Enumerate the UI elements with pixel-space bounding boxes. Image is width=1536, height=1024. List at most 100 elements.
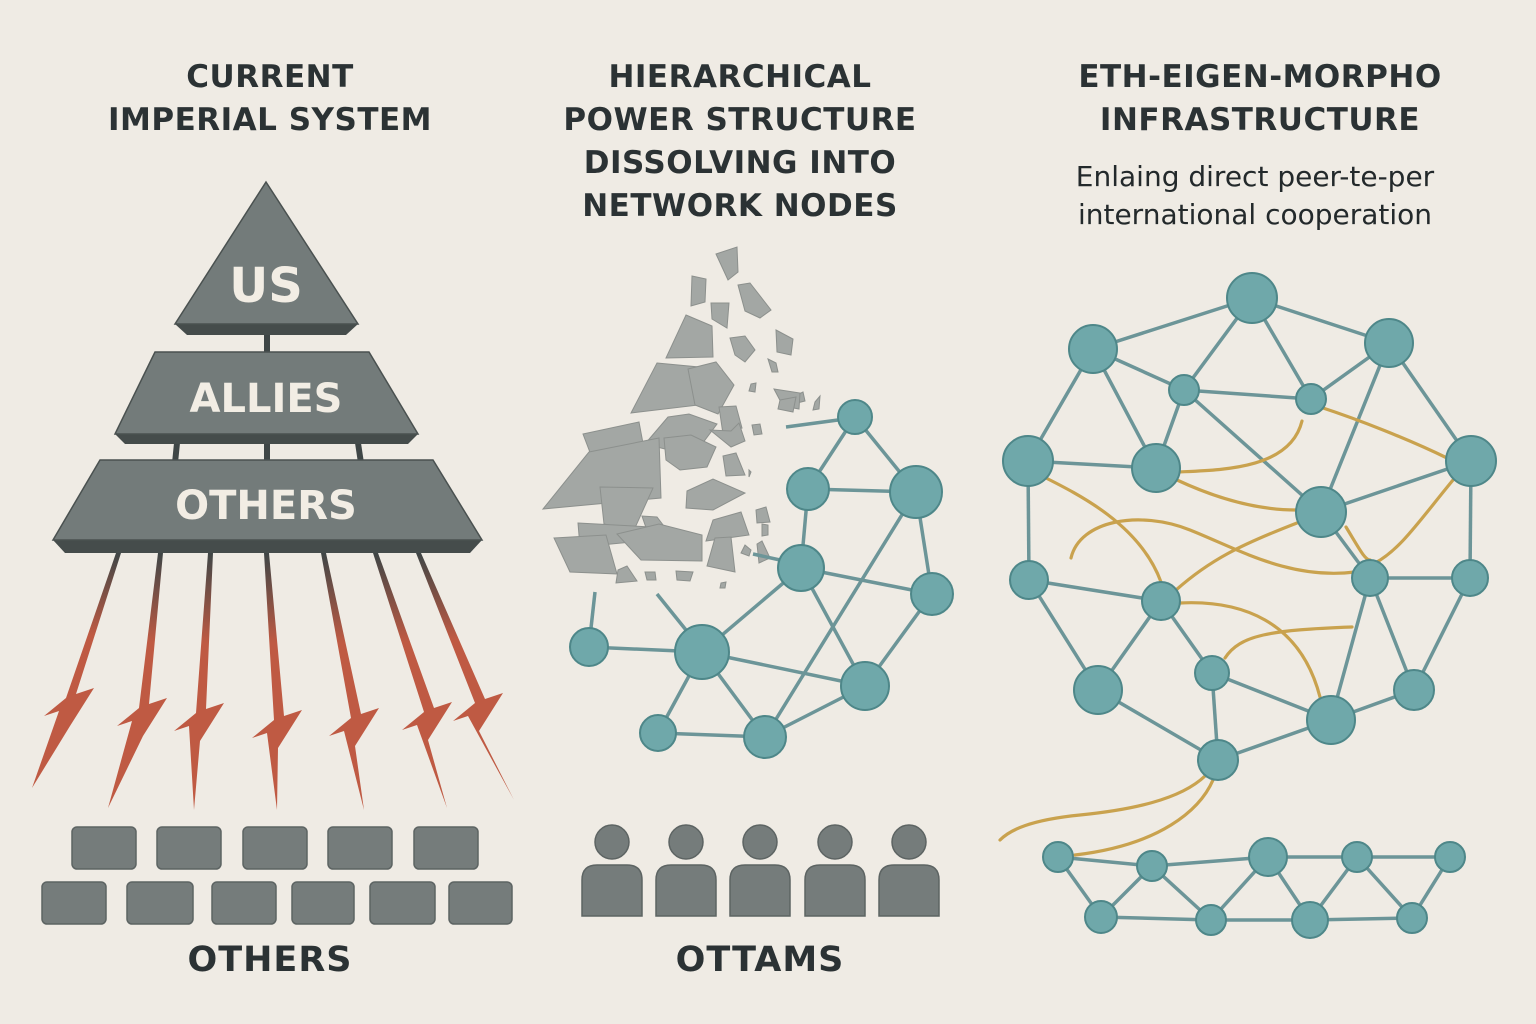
shard (663, 434, 717, 471)
network-node (840, 661, 890, 711)
person-head (891, 824, 927, 860)
network-edge (1100, 915, 1212, 922)
right-network (998, 272, 1497, 939)
right-title-line-2: INFRASTRUCTURE (1099, 102, 1421, 138)
network-node (1197, 739, 1239, 781)
network-node (1295, 486, 1347, 538)
network-node (1136, 850, 1168, 882)
pyramid-connector (264, 443, 270, 463)
network-node (743, 715, 787, 759)
shard (706, 536, 736, 573)
network-node (1248, 837, 1288, 877)
peer-link (1373, 478, 1455, 565)
others-block (211, 881, 277, 925)
peer-link (1073, 778, 1215, 857)
others-block (369, 881, 436, 925)
network-node (674, 624, 730, 680)
imperial-pyramid: US ALLIES OTHERS (51, 180, 484, 553)
others-block (126, 881, 194, 925)
right-panel-title: ETH-EIGEN-MORPHO INFRASTRUCTURE (1000, 56, 1520, 142)
network-node (1009, 560, 1049, 600)
left-title-line-2: IMPERIAL SYSTEM (108, 102, 432, 138)
person-body (655, 864, 717, 917)
others-block (413, 826, 479, 870)
person-body (878, 864, 940, 917)
shard (775, 329, 794, 356)
shard (675, 570, 694, 582)
network-edge (655, 592, 688, 632)
shard (751, 423, 763, 436)
others-block (327, 826, 393, 870)
middle-network-nodes (569, 399, 954, 759)
lightning-bolt-icon (416, 553, 514, 800)
network-node (1068, 324, 1118, 374)
network-node (1434, 841, 1466, 873)
network-node (1194, 655, 1230, 691)
shard (708, 422, 746, 448)
shard (812, 394, 821, 411)
network-node (1451, 559, 1489, 597)
middle-title-line-1: HIERARCHICAL (608, 59, 872, 95)
others-block (71, 826, 137, 870)
network-node (786, 467, 830, 511)
network-edge (1320, 459, 1472, 514)
network-node (837, 399, 873, 435)
network-edge (1092, 296, 1253, 351)
network-node (1131, 443, 1181, 493)
shard (687, 361, 735, 415)
peer-link (1040, 474, 1163, 584)
network-node (1168, 374, 1200, 406)
shard (615, 565, 638, 584)
network-node (1042, 841, 1074, 873)
person-head (594, 824, 630, 860)
shard (553, 534, 618, 575)
person-icon (804, 824, 866, 917)
middle-title-line-3: DISSOLVING INTO (583, 145, 897, 181)
middle-footer-label: OTTAMS (675, 940, 845, 980)
shard (777, 396, 797, 413)
middle-title-line-4: NETWORK NODES (582, 188, 898, 224)
network-node (1002, 435, 1054, 487)
others-block (242, 826, 308, 870)
shard (767, 358, 779, 373)
network-node (1295, 383, 1327, 415)
person-body (729, 864, 791, 917)
middle-network (569, 399, 954, 759)
network-node (777, 544, 825, 592)
shard (715, 246, 739, 281)
peer-link (1344, 525, 1372, 562)
shard (755, 506, 771, 524)
shard (665, 314, 714, 359)
network-node (1195, 904, 1227, 936)
shard (705, 511, 750, 542)
middle-title-line-2: POWER STRUCTURE (563, 102, 917, 138)
right-panel-subtitle: Enlaing direct peer-te-per international… (995, 158, 1515, 234)
peer-link (1178, 601, 1322, 699)
peer-link (1175, 419, 1304, 474)
tier-allies: ALLIES (113, 351, 420, 444)
network-node (1364, 318, 1414, 368)
tier-allies-label: ALLIES (190, 376, 343, 422)
shard (761, 523, 769, 537)
network-node (1393, 669, 1435, 711)
network-edge (1319, 342, 1391, 513)
peer-link (1318, 405, 1449, 460)
network-node (1396, 902, 1428, 934)
lightning-bolt-icon (321, 553, 379, 810)
shard (756, 540, 771, 564)
shard (729, 335, 756, 363)
peer-link (998, 774, 1207, 842)
pyramid-connector (264, 335, 270, 355)
person-body (804, 864, 866, 917)
pyramid-connector (355, 443, 364, 463)
shard (710, 302, 730, 329)
shard (748, 468, 752, 478)
lightning-bolt-icon (252, 553, 302, 810)
peer-link (1069, 518, 1357, 575)
network-node (1445, 435, 1497, 487)
network-edge (1028, 578, 1162, 603)
network-edge (763, 491, 918, 738)
dissolving-pyramid (541, 246, 821, 589)
shard (685, 478, 747, 511)
person-body (581, 864, 643, 917)
